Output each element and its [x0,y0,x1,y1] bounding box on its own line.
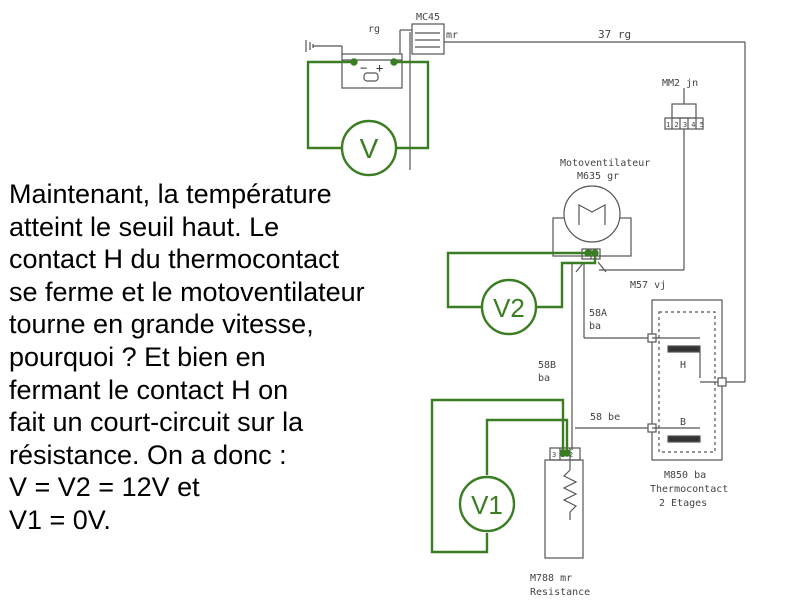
label-wire-58b: 58B [538,360,556,371]
label-mm2: MM2 jn [662,78,698,89]
voltmeter-v [340,119,398,177]
label-contact-b: B [680,417,686,428]
measurement-wiring [306,58,599,554]
fan-motor [552,185,632,273]
explanation-line: V = V2 = 12V et [9,472,200,503]
battery-minus-dot [350,58,358,66]
voltmeter-v2 [480,278,538,336]
voltmeter-v1 [458,475,516,533]
wiring-schematic [305,23,746,559]
v-lead-left [306,60,354,150]
explanation-line: fermant le contact H on [9,374,289,405]
explanation-line: résistance. On a donc : [9,439,287,470]
connector-mc45 [411,23,445,55]
label-res-title: Resistance [530,587,590,598]
label-wire-57: M57 vj [630,280,666,291]
voltmeter-v1-label: V1 [471,490,503,520]
ground-icon [305,40,342,52]
label-mr-top: mr [446,30,458,41]
battery-signs: − + [360,61,383,75]
label-wire-58a-color: ba [589,321,601,332]
label-thermo-ref: M850 ba [664,470,706,481]
label-res-ref: M788 mr [530,573,572,584]
voltmeter-v-label: V [360,133,379,164]
explanation-line: fait un court-circuit sur la [9,407,304,438]
label-fan-ref: M635 gr [577,171,619,182]
battery-plus-dot [390,58,398,66]
res-pin-dot-2 [563,449,571,457]
label-contact-h: H [680,360,686,371]
fan-pin-dot-1 [584,249,592,257]
resistor-zigzag [562,469,578,513]
label-thermo-title: Thermocontact [650,484,728,495]
battery-minus-sign: − [360,61,367,75]
label-wire-37: 37 rg [598,28,631,41]
explanation-line: contact H du thermocontact [9,244,340,275]
label-thermo-sub: 2 Etages [659,498,707,509]
explanation-line: tourne en grande vitesse, [9,309,314,340]
v-lead-right [394,60,430,150]
label-wire-58b-color: ba [538,373,550,384]
v2-lead-right [536,253,597,309]
v1-lead-left [430,398,565,554]
label-mc45: MC45 [416,12,440,23]
voltmeter-v2-label: V2 [493,293,525,323]
voltmeter-labels: V V2 V1 [360,133,525,520]
v2-lead-left [446,251,588,309]
label-wire-58: 58 be [590,412,620,423]
explanation-text: Maintenant, la température atteint le se… [9,178,449,537]
explanation-line: atteint le seuil haut. Le [9,211,280,242]
resistance [544,447,584,559]
fan-pin-dot-2 [591,249,599,257]
explanation-line: se ferme et le motoventilateur [9,276,365,307]
explanation-line: V1 = 0V. [9,504,111,535]
label-fan-title: Motoventilateur [560,158,650,169]
connector-mm2 [599,88,704,271]
explanation-line: pourquoi ? Et bien en [9,341,266,372]
battery-plus-sign: + [376,61,383,75]
label-rg: rg [368,24,380,35]
label-wire-58a: 58A [589,308,607,319]
v1-lead-right [485,418,569,475]
explanation-line: Maintenant, la température [9,179,332,209]
thermocontact [647,299,727,461]
label-mm2-pins: 1 2 3 4 5 [666,121,704,129]
